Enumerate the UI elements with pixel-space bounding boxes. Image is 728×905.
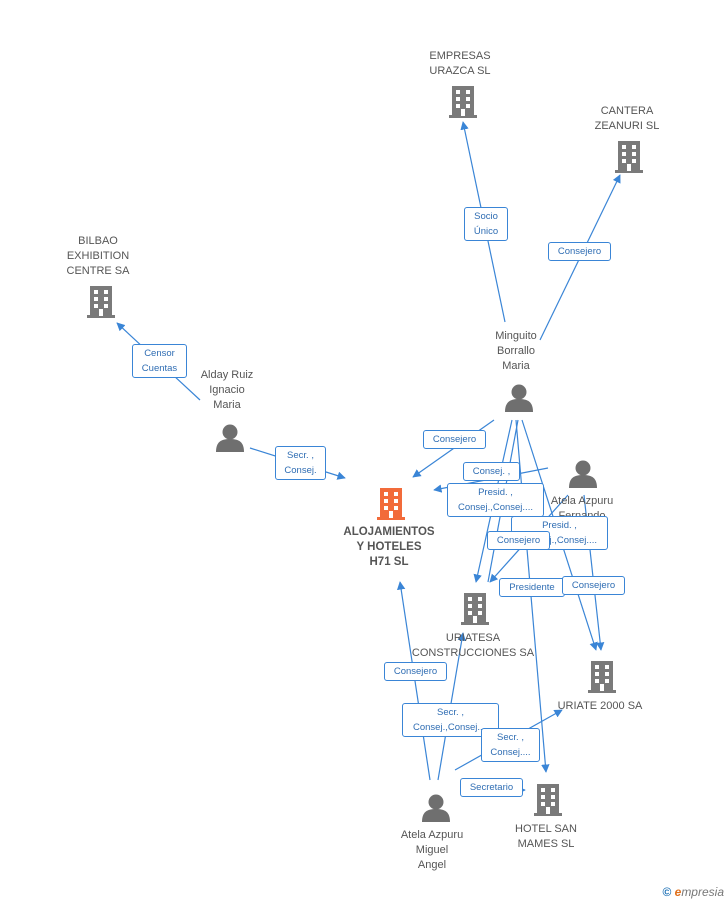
edge-label-secretario[interactable]: Secretario — [460, 778, 523, 797]
atela-fernando-person-icon[interactable] — [569, 460, 597, 489]
alday-person-icon[interactable] — [216, 424, 244, 453]
node-label-uriate2000[interactable]: URIATE 2000 SA — [557, 700, 643, 712]
empresia-credit[interactable]: © empresia — [662, 885, 724, 899]
edge-label-presidente[interactable]: Presidente — [499, 578, 565, 597]
node-label-alojamientos[interactable]: ALOJAMIENTOS Y HOTELES H71 SL — [343, 526, 435, 568]
hotel-san-mames-building-icon[interactable] — [534, 784, 562, 816]
brand-name: mpresia — [681, 885, 724, 899]
uriatesa-building-icon[interactable] — [461, 593, 489, 625]
edge-miguel-alojamientos — [396, 581, 431, 781]
edge-label-secr-consej-alday[interactable]: Secr. , Consej. — [275, 446, 326, 480]
brand-initial: e — [674, 885, 682, 899]
empresas-urazca-building-icon[interactable] — [449, 86, 477, 118]
edge-label-consejero-uriate2000[interactable]: Consejero — [562, 576, 625, 595]
minguito-person-icon[interactable] — [505, 384, 533, 413]
bilbao-exhibition-building-icon[interactable] — [87, 286, 115, 318]
uriate2000-building-icon[interactable] — [588, 661, 616, 693]
node-label-cantera-zeanuri[interactable]: CANTERA ZEANURI SL — [594, 105, 660, 132]
alojamientos-building-icon[interactable] — [377, 488, 405, 520]
node-label-hotel-san-mames[interactable]: HOTEL SAN MAMES SL — [515, 823, 577, 850]
atela-miguel-person-icon[interactable] — [422, 794, 450, 823]
edge-label-consejero-minguito[interactable]: Consejero — [423, 430, 486, 449]
cantera-zeanuri-building-icon[interactable] — [615, 141, 643, 173]
copyright-icon: © — [662, 885, 672, 899]
edge-label-consejero-uriatesa[interactable]: Consejero — [487, 531, 550, 550]
edge-label-socio-unico[interactable]: Socio Único — [464, 207, 508, 241]
node-label-bilbao-exhibition[interactable]: BILBAO EXHIBITION CENTRE SA — [66, 235, 130, 277]
node-label-alday[interactable]: Alday Ruiz Ignacio Maria — [200, 369, 254, 411]
edge-label-presid-consej[interactable]: Presid. , Consej.,Consej.... — [447, 483, 544, 517]
edge-label-consej-fernando[interactable]: Consej. , — [463, 462, 520, 481]
node-label-uriatesa[interactable]: URIATESA CONSTRUCCIONES SA — [411, 632, 535, 659]
edge-label-consejero-cantera[interactable]: Consejero — [548, 242, 611, 261]
edges — [116, 121, 621, 795]
edge-label-consejero-miguel[interactable]: Consejero — [384, 662, 447, 681]
edge-label-censor-cuentas[interactable]: Censor Cuentas — [132, 344, 187, 378]
node-label-minguito[interactable]: Minguito Borrallo Maria — [495, 330, 537, 372]
edge-label-secr-consej-uriate[interactable]: Secr. , Consej.... — [481, 728, 540, 762]
node-label-empresas-urazca[interactable]: EMPRESAS URAZCA SL — [429, 50, 491, 77]
node-label-atela-miguel[interactable]: Atela Azpuru Miguel Angel — [400, 829, 464, 871]
